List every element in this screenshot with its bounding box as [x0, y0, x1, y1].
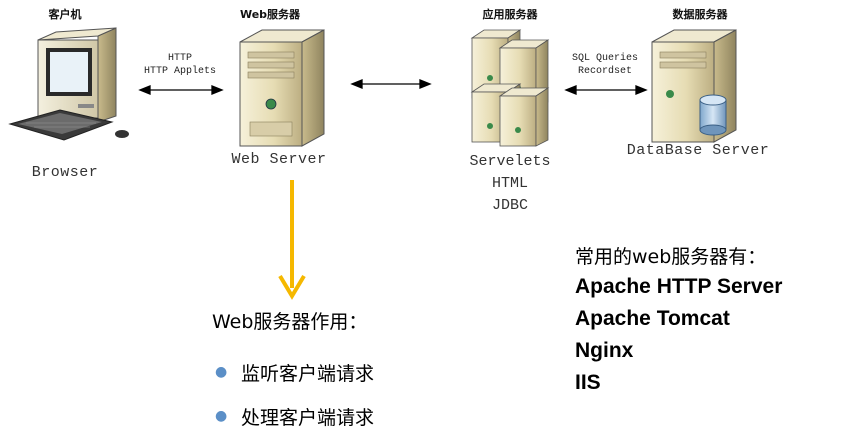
role-item-text: 处理客户端请求 — [241, 406, 375, 429]
database-cylinder-icon — [699, 94, 727, 136]
link-label-sql-queries: SQL Queries — [571, 53, 638, 64]
app-stack-item: Servelets — [469, 153, 551, 170]
bullet-icon: ● — [215, 408, 228, 424]
computer-icon — [8, 27, 129, 141]
column-title-db: 数据服务器 — [672, 8, 728, 21]
link-label-http: HTTP — [167, 53, 192, 64]
column-title-web: Web服务器 — [239, 8, 301, 21]
app-stack-list: Servelets HTML JDBC — [455, 151, 565, 217]
column-title-client: 客户机 — [48, 8, 82, 21]
web-server-icon — [239, 29, 325, 147]
app-servers-icon — [470, 29, 550, 147]
node-label-web-server: Web Server — [231, 151, 327, 168]
column-title-app: 应用服务器 — [482, 8, 538, 21]
server-item: IIS — [575, 371, 601, 394]
node-label-browser: Browser — [31, 164, 99, 181]
link-label-client-web: HTTP HTTP Applets — [130, 52, 230, 78]
bullet-icon: ● — [215, 364, 228, 380]
link-label-http-applets: HTTP Applets — [143, 66, 216, 77]
role-item-text: 监听客户端请求 — [241, 362, 375, 385]
arrow-client-web — [138, 85, 224, 95]
arrow-app-db — [564, 85, 648, 95]
app-stack-item: JDBC — [491, 197, 528, 214]
link-label-recordset: Recordset — [577, 66, 632, 77]
role-item: ● 监听客户端请求 — [215, 350, 374, 394]
server-item: Apache HTTP Server — [575, 275, 783, 298]
role-list: ● 监听客户端请求 ● 处理客户端请求 — [215, 350, 374, 438]
arrow-web-app — [350, 79, 432, 89]
server-item: Nginx — [575, 339, 634, 362]
node-label-database-server: DataBase Server — [626, 142, 770, 159]
common-servers-title: 常用的web服务器有： — [575, 246, 767, 268]
role-title: Web服务器作用： — [212, 311, 368, 333]
yellow-down-arrow — [278, 180, 306, 300]
role-item: ● 处理客户端请求 — [215, 394, 374, 438]
app-stack-item: HTML — [491, 175, 528, 192]
link-label-app-db: SQL Queries Recordset — [560, 52, 650, 78]
common-servers-list: Apache HTTP Server Apache Tomcat Nginx I… — [575, 271, 782, 399]
server-item: Apache Tomcat — [575, 307, 730, 330]
